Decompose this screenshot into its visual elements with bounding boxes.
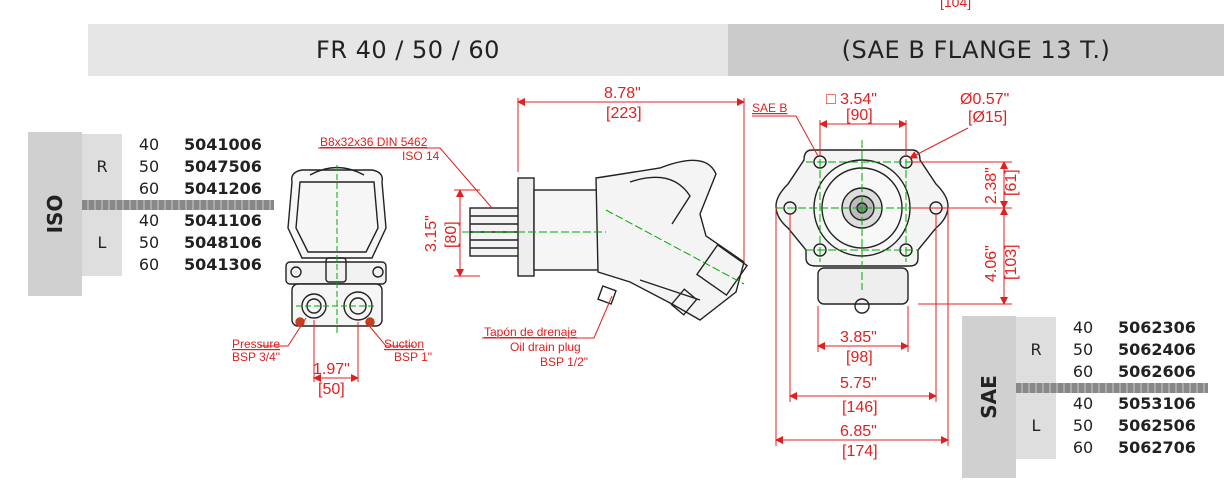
shaft-height-mm: [80]	[443, 221, 460, 248]
port-distance-mm: [50]	[318, 381, 345, 398]
flange-square-inch: □ 3.54"	[826, 91, 877, 108]
lower-height-inch: 4.06"	[983, 245, 1000, 282]
port-distance-inch: 1.97"	[313, 361, 350, 378]
table-row: 40 5053106	[1016, 393, 1208, 415]
sae-code-table: 40 5062306 R 50 5062406 60 5062606 40 50…	[1016, 317, 1208, 459]
rotation-letter: L	[82, 232, 122, 254]
table-row: R 50 5062406	[1016, 339, 1208, 361]
table-row: R 50 5047506	[82, 156, 274, 178]
size-cell: 50	[138, 157, 160, 176]
iso-side-label: ISO	[28, 132, 82, 296]
code-cell: 5062606	[1118, 362, 1196, 381]
rotation-letter: R	[82, 156, 122, 178]
size-cell: 40	[1072, 318, 1094, 337]
size-cell: 50	[1072, 340, 1094, 359]
size-cell: 60	[1072, 438, 1094, 457]
width-3-mm: [174]	[842, 443, 878, 460]
table-row: 40 5041106	[82, 210, 274, 232]
front-centerlines	[296, 165, 376, 335]
table-row: 60 5062706	[1016, 437, 1208, 459]
sae-side-label: SAE	[962, 316, 1016, 478]
suction-label: Suction	[384, 337, 424, 351]
size-cell: 40	[138, 211, 160, 230]
size-cell: 60	[138, 255, 160, 274]
table-row: 60 5062606	[1016, 361, 1208, 383]
drain-plug-english: Oil drain plug	[510, 340, 581, 354]
bolt-hole-inch: Ø0.57"	[960, 91, 1009, 108]
pressure-label: Pressure	[232, 337, 280, 351]
code-cell: 5062506	[1118, 416, 1196, 435]
code-cell: 5041006	[184, 135, 262, 154]
rotation-letter: L	[1016, 415, 1056, 437]
rotation-letter: R	[1016, 339, 1056, 361]
size-cell: 60	[138, 179, 160, 198]
code-cell: 5041306	[184, 255, 262, 274]
flange-square-mm: [90]	[846, 107, 873, 124]
code-cell: 5062706	[1118, 438, 1196, 457]
code-cell: 5062306	[1118, 318, 1196, 337]
table-row: L 50 5048106	[82, 232, 274, 254]
table-row: 60 5041206	[82, 178, 274, 200]
size-cell: 50	[1072, 416, 1094, 435]
size-cell: 40	[138, 135, 160, 154]
lower-height-mm: [103]	[1003, 244, 1020, 280]
pump-length-mm: [223]	[606, 105, 642, 122]
side-view	[469, 159, 749, 321]
code-cell: 5062406	[1118, 340, 1196, 359]
upper-height-inch: 2.38"	[983, 167, 1000, 204]
shaft-height-inch: 3.15"	[423, 215, 440, 252]
table-separator	[82, 200, 274, 210]
code-cell: 5041206	[184, 179, 262, 198]
bolt-hole-mm: [Ø15]	[968, 109, 1007, 126]
spline-label: B8x32x36 DIN 5462	[320, 135, 428, 149]
width-2-mm: [146]	[842, 399, 878, 416]
pressure-bsp-label: BSP 3/4"	[232, 350, 280, 364]
table-row: 40 5062306	[1016, 317, 1208, 339]
side-centerlines	[462, 209, 745, 285]
flange-dimension-lines	[752, 115, 1012, 446]
upper-height-mm: [61]	[1003, 169, 1020, 196]
side-dimension-lines	[318, 98, 745, 339]
pump-length-inch: 8.78"	[604, 85, 641, 102]
front-view	[285, 166, 387, 327]
header-left-bar: FR 40 / 50 / 60	[88, 24, 728, 76]
spline-iso-label: ISO 14	[402, 149, 440, 163]
sae-b-label: SAE B	[752, 101, 787, 115]
code-cell: 5041106	[184, 211, 262, 230]
code-cell: 5053106	[1118, 394, 1196, 413]
width-1-inch: 3.85"	[840, 329, 877, 346]
size-cell: 60	[1072, 362, 1094, 381]
table-separator	[1016, 383, 1208, 393]
header-left-title: FR 40 / 50 / 60	[316, 36, 500, 64]
table-row: 60 5041306	[82, 254, 274, 276]
header-right-title: (SAE B FLANGE 13 T.)	[841, 36, 1111, 64]
width-2-inch: 5.75"	[840, 375, 877, 392]
width-3-inch: 6.85"	[840, 423, 877, 440]
size-cell: 50	[138, 233, 160, 252]
iso-code-table: 40 5041006 R 50 5047506 60 5041206 40 50…	[82, 134, 274, 276]
header-right-bar: (SAE B FLANGE 13 T.)	[728, 24, 1224, 76]
width-1-mm: [98]	[846, 349, 873, 366]
drain-plug-bsp: BSP 1/2"	[540, 355, 588, 369]
drain-plug-spanish: Tapón de drenaje	[484, 325, 577, 339]
code-cell: 5047506	[184, 157, 262, 176]
table-row: L 50 5062506	[1016, 415, 1208, 437]
front-dimension-lines	[260, 317, 414, 382]
table-row: 40 5041006	[82, 134, 274, 156]
suction-bsp-label: BSP 1"	[394, 350, 432, 364]
size-cell: 40	[1072, 394, 1094, 413]
code-cell: 5048106	[184, 233, 262, 252]
top-dimension-label: [104]	[940, 0, 972, 10]
